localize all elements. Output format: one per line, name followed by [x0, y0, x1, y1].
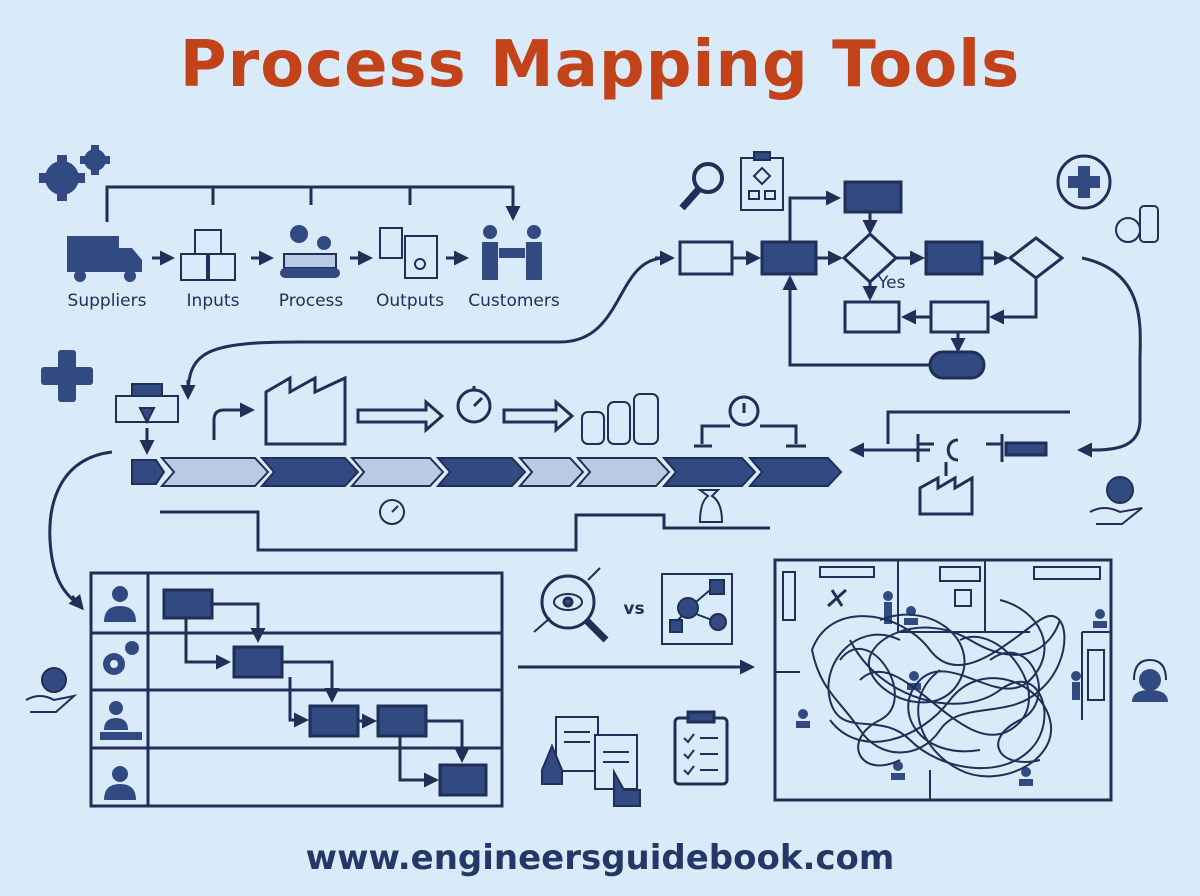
eye-magnifier-icon — [533, 567, 609, 643]
flow-terminator — [928, 350, 986, 380]
lane-gears-icon — [103, 641, 139, 675]
truck-icon — [67, 236, 142, 282]
connector-left-curve — [48, 450, 113, 606]
spaghetti-diagram — [773, 558, 1113, 802]
documents-icon — [379, 227, 438, 279]
flowchart-diagram: Yes — [678, 180, 1065, 380]
flow-step-start — [678, 240, 734, 276]
checklist-icon — [673, 710, 729, 786]
page-title: Process Mapping Tools — [179, 28, 1021, 102]
hand-coin-left-icon — [25, 667, 78, 713]
gears-icon — [39, 145, 110, 201]
coins-dollar-icon — [1115, 205, 1159, 243]
clipboards-hand-icon — [541, 716, 641, 807]
swimlane-diagram — [89, 571, 504, 808]
vs-label: vs — [623, 599, 644, 619]
flow-document-shape — [929, 300, 990, 334]
info-flow-diagram — [849, 410, 1070, 516]
sipoc-label-customers: Customers — [468, 291, 560, 311]
lane-person-icon — [104, 586, 136, 622]
plus-circle-icon — [1056, 154, 1112, 210]
timeline-ladder — [160, 510, 770, 552]
stopwatch-small-icon — [379, 499, 405, 525]
sipoc-label-process: Process — [279, 291, 344, 311]
hand-coin-icon — [1089, 476, 1143, 525]
value-stream-chevrons — [131, 457, 843, 487]
supplier-machine-icon — [115, 383, 179, 425]
alarm-sensor-icon — [694, 395, 806, 448]
boxes-icon — [180, 229, 236, 281]
flow-step-top — [843, 180, 903, 214]
connector-right-curve — [1081, 256, 1142, 452]
network-diagram-icon — [661, 573, 733, 645]
connector-sipoc-flowchart — [186, 256, 666, 396]
money-bag-icon — [697, 489, 724, 523]
flow-decision-2 — [1007, 236, 1065, 280]
sipoc-diagram: Suppliers Inputs Process Outputs Custome… — [67, 185, 560, 311]
factory-icon — [264, 375, 347, 446]
footer-url[interactable]: www.engineersguidebook.com — [305, 838, 895, 878]
magnifier-icon — [679, 162, 724, 211]
plus-icon — [41, 350, 93, 402]
flow-step-right — [924, 240, 984, 276]
headset-person-icon — [1132, 658, 1168, 702]
flow-step-bottom-left — [843, 300, 901, 334]
handshake-icon — [482, 225, 542, 280]
sipoc-label-inputs: Inputs — [187, 291, 240, 311]
sipoc-label-suppliers: Suppliers — [68, 291, 147, 311]
coin-stacks-icon — [581, 393, 659, 445]
lane-support-icon — [104, 766, 136, 800]
flow-step-main — [760, 240, 818, 276]
lane-worker-icon — [100, 701, 142, 740]
sipoc-label-outputs: Outputs — [376, 291, 444, 311]
conveyor-icon — [280, 225, 340, 278]
stopwatch-icon — [456, 386, 492, 424]
flow-decision-label: Yes — [877, 273, 906, 293]
clipboard-flow-icon — [740, 151, 784, 211]
vsm-push-arrows — [356, 398, 575, 434]
